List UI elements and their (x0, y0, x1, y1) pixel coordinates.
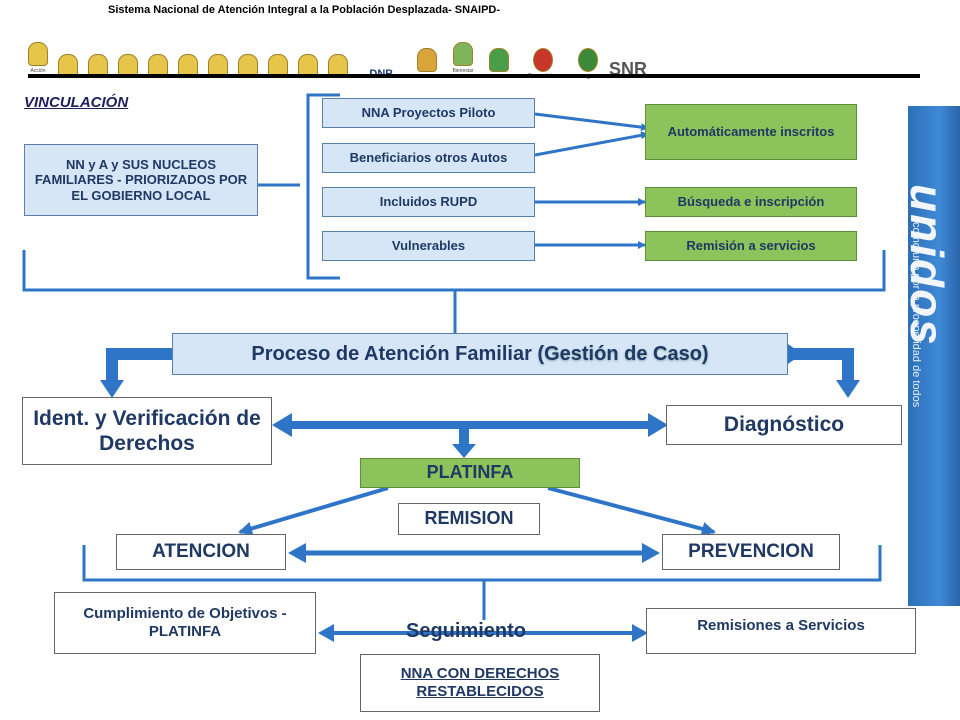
arrowhead-left-2 (288, 543, 306, 563)
ident-box: Ident. y Verificación de Derechos (22, 397, 272, 465)
seal-icon (533, 48, 553, 72)
banner-slogan: como uno por la prosperidad de todos (910, 222, 922, 408)
seal-icon (578, 48, 598, 72)
unidos-banner: unidos como uno por la prosperidad de to… (901, 106, 960, 606)
banner-brand: unidos (901, 184, 953, 347)
result-remision: Remisión a servicios (645, 231, 857, 261)
elbow-left (106, 348, 172, 382)
elbow-right-head (836, 380, 860, 398)
header-title: Sistema Nacional de Atención Integral a … (108, 4, 501, 16)
seal-icon (28, 42, 48, 66)
elbow-left-head (100, 380, 124, 398)
seal-icon (489, 48, 509, 72)
result-automaticamente: Automáticamente inscritos (645, 104, 857, 160)
families-box: NN y A y SUS NUCLEOS FAMILIARES - PRIORI… (24, 144, 258, 216)
group-beneficiarios: Beneficiarios otros Autos (322, 143, 535, 173)
vinculacion-title: VINCULACIÓN (24, 94, 129, 111)
arrow-autos (534, 131, 649, 157)
groups-bracket (306, 93, 340, 280)
cumplimiento-box: Cumplimiento de Objetivos -PLATINFA (54, 592, 316, 654)
down-arrow-shaft (459, 425, 469, 447)
arrowhead-right-3 (632, 624, 648, 642)
result-busqueda: Búsqueda e inscripción (645, 187, 857, 217)
seal-icon (453, 42, 473, 66)
group-incluidos-rupd: Incluidos RUPD (322, 187, 535, 217)
arrowhead-right (648, 413, 668, 437)
remisiones-box: Remisiones a Servicios (646, 608, 916, 654)
arrowhead-left (272, 413, 292, 437)
atencion-box: ATENCION (116, 534, 286, 570)
remision-box: REMISION (398, 503, 540, 535)
elbow-right-head-back (788, 344, 802, 364)
group-nna-piloto: NNA Proyectos Piloto (322, 98, 535, 128)
arrow-piloto (534, 112, 649, 132)
prevencion-box: PREVENCION (662, 534, 840, 570)
process-title-main: Proceso de Atención Familiar (251, 343, 538, 365)
diagnostico-box: Diagnóstico (666, 405, 902, 445)
atencion-bracket (82, 545, 882, 582)
elbow-right (790, 348, 854, 382)
down-arrow-head (452, 444, 476, 458)
arrow-to-prevencion (547, 486, 716, 536)
group-vulnerables: Vulnerables (322, 231, 535, 261)
process-title-paren: (Gestión de Caso) (537, 343, 709, 365)
arrow-to-atencion (238, 486, 389, 536)
nna-restablecidos-box: NNA CON DERECHOS RESTABLECIDOS (360, 654, 600, 712)
seguimiento-label: Seguimiento (406, 620, 527, 642)
process-box: Proceso de Atención Familiar (Gestión de… (172, 333, 788, 375)
platinfa-box: PLATINFA (360, 458, 580, 488)
arrowhead-right-2 (642, 543, 660, 563)
arrowhead-left-3 (318, 624, 334, 642)
seal-icon (417, 48, 437, 72)
